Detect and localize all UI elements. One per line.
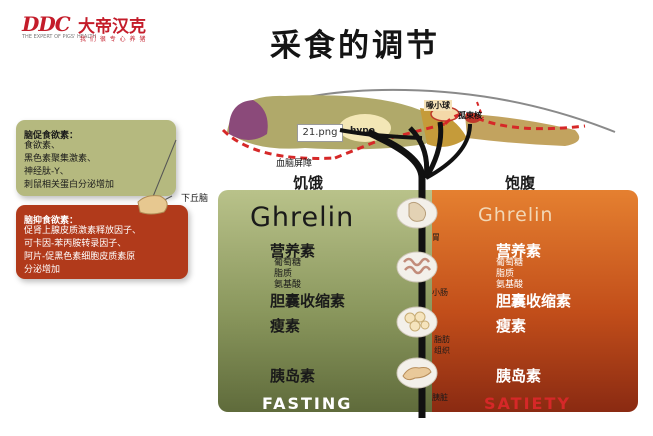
satiety-panel: Ghrelin 营养素 葡萄糖 脂质 氨基酸 胆囊收缩素 瘦素 胰岛素 SATI… [432,190,638,413]
satiety-insulin: 胰岛素 [496,367,542,385]
bbb-line-mid [334,122,446,160]
page-title: 采食的调节 [270,28,440,64]
anorexigenic-title: 脑抑食欲素： [24,216,79,226]
brand-logo: DDC 大帝汉克 THE EXPERT OF PIGS' HEALTH 我 们 … [22,12,172,43]
satiety-leptin: 瘦素 [496,317,527,335]
fasting-nutrients-title: 营养素 [270,242,316,260]
logo-tagline: THE EXPERT OF PIGS' HEALTH [22,34,97,40]
intestine-icon [396,251,438,283]
anorexigenic-list: 促肾上腺皮质激素释放因子、 可卡因-苯丙胺转录因子、 阿片-促黑色素细胞皮质素原… [24,226,142,275]
hypothalamus-label: 下丘脑 [181,194,209,204]
pancreas-label: 胰脏 [432,393,448,402]
hypothalamus-shape [137,195,168,215]
fasting-panel: Ghrelin 营养素 葡萄糖 脂质 氨基酸 胆囊收缩素 瘦素 胰岛素 FAST… [218,190,432,413]
adipose-label: 脂肪 组织 [434,335,450,355]
stomach-label: 胃 [432,233,440,242]
bbb-label: 血脑屏障 [276,159,313,169]
hypothalamus-connectors [137,139,177,215]
frontal-lobe-shape [228,100,268,140]
fasting-cck: 胆囊收缩素 [270,292,346,310]
fasting-heading: 饥饿 [293,174,324,192]
satiety-nutrients: 葡萄糖 脂质 氨基酸 [496,258,524,290]
vagus-trunk-left [366,128,426,418]
vagus-branch-top [339,128,423,140]
bbb-line-left [221,128,336,160]
cerebellum-shape [420,108,467,147]
orexigenic-list: 食欲素、 黑色素聚集激素、 神经肽-Y、 刺鼠相关蛋白分泌增加 [24,141,115,190]
neural-pathway [339,121,472,418]
orexigenic-box: 脑促食欲素： 食欲素、 黑色素聚集激素、 神经肽-Y、 刺鼠相关蛋白分泌增加 [16,120,176,196]
vagus-branch-right [423,121,444,180]
satiety-footer: SATIETY [484,394,571,413]
medulla-label: 孤束核 [458,111,482,120]
satiety-heading: 饱腹 [505,174,536,192]
fasting-footer: FASTING [262,394,353,413]
logo-tagline-cn: 我 们 很 专 心 养 猪 [80,36,147,43]
hypo-label: hypo [350,126,375,136]
bbb-line-right [443,112,586,131]
pancreas-icon [396,357,438,389]
logo-name: 大帝汉克 [78,17,146,37]
bbb-line-node [476,101,484,119]
fasting-insulin: 胰岛素 [270,367,316,385]
satiety-cck: 胆囊收缩素 [496,292,572,310]
logo-mark: DDC [22,12,71,36]
cerebellum-label: 喙小球 [424,100,452,111]
stomach-icon [396,197,438,229]
satiety-nutrients-title: 营养素 [496,242,542,260]
fasting-ghrelin: Ghrelin [250,202,355,233]
image-tooltip: 21.png [297,124,343,142]
vagus-branch-far [425,123,472,180]
fasting-leptin: 瘦素 [270,317,301,335]
intestine-label: 小肠 [432,288,448,297]
anorexigenic-box: 脑抑食欲素： 促肾上腺皮质激素释放因子、 可卡因-苯丙胺转录因子、 阿片-促黑色… [16,205,188,279]
orexigenic-title: 脑促食欲素： [24,131,79,141]
adipose-icon [396,306,438,338]
satiety-ghrelin: Ghrelin [478,204,554,226]
fasting-nutrients: 葡萄糖 脂质 氨基酸 [274,258,302,290]
